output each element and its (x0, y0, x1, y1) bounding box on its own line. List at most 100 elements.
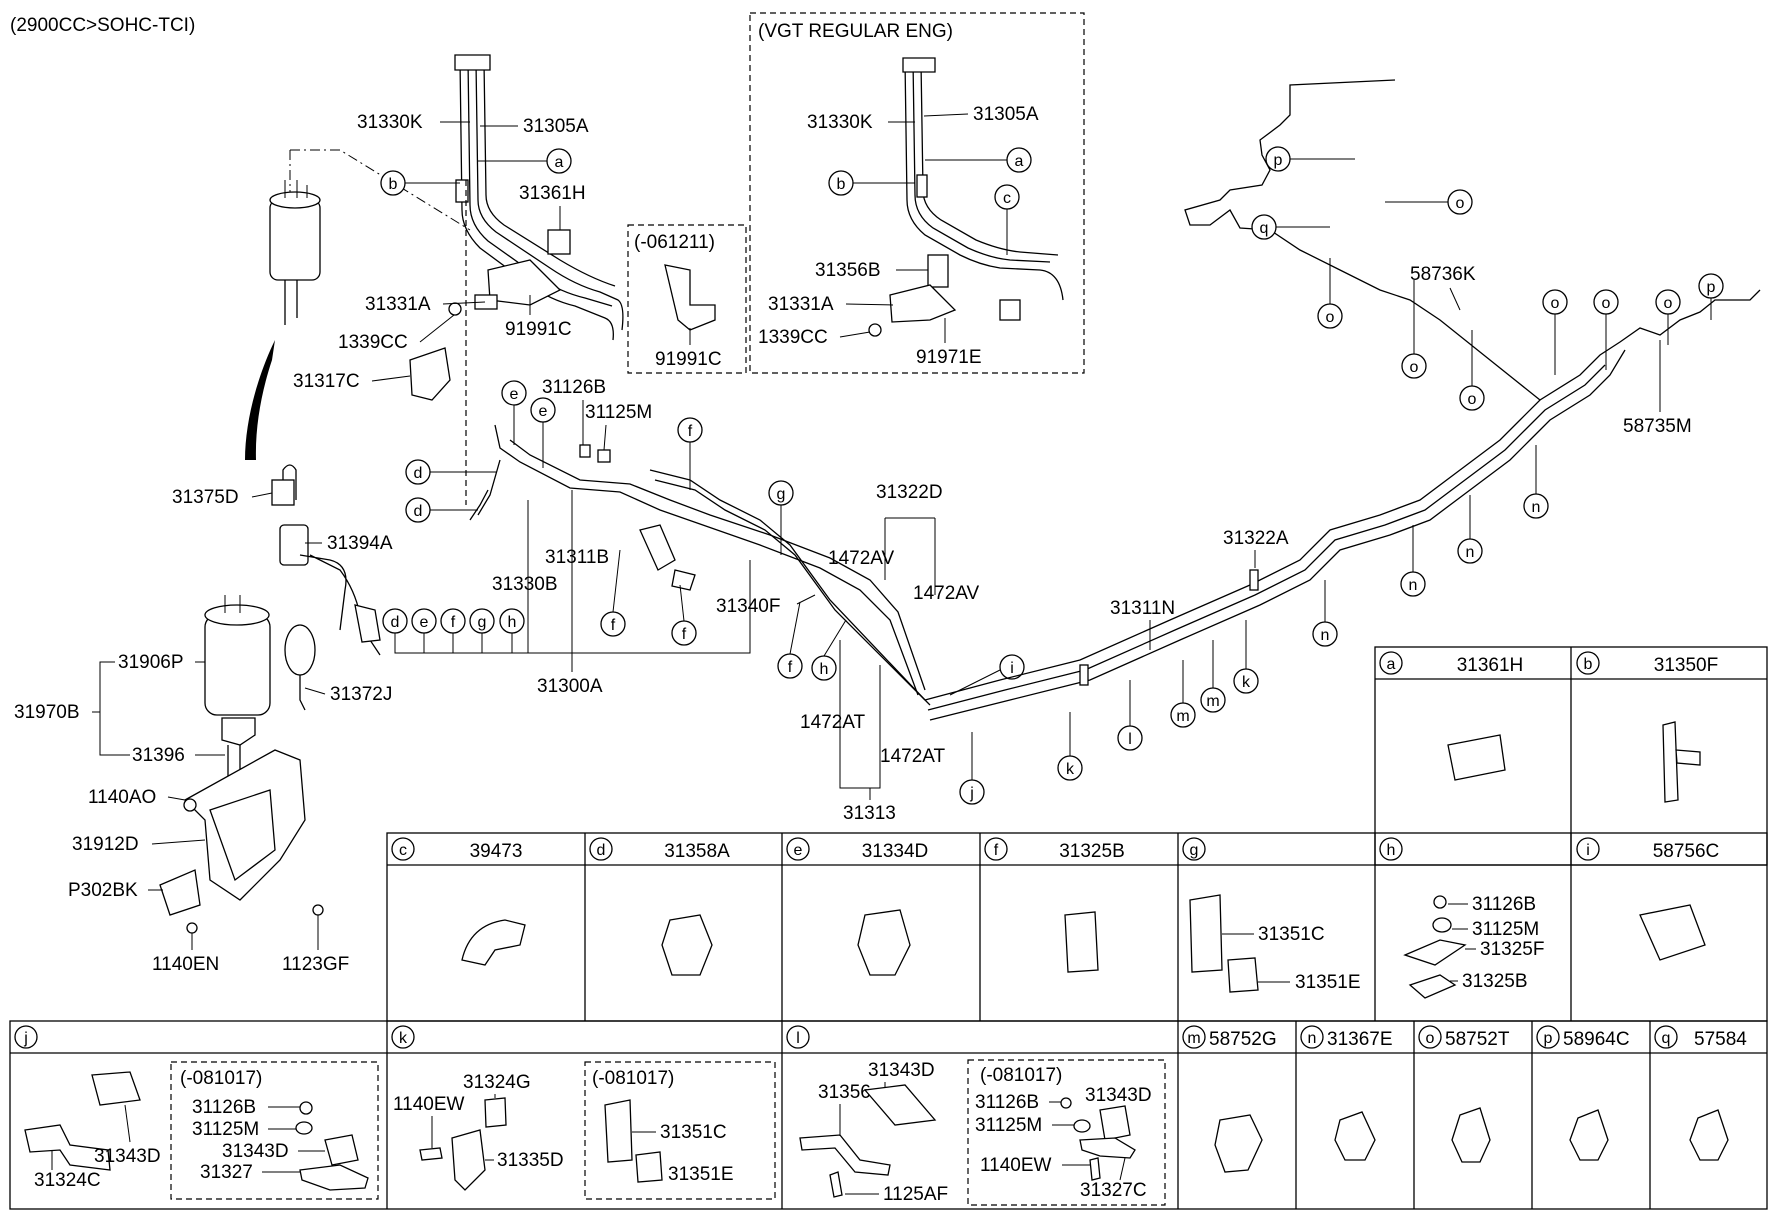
label-1140AO: 1140AO (88, 787, 156, 808)
label-P302BK: P302BK (68, 880, 138, 901)
legend-k-letter: k (399, 1030, 408, 1047)
legend-grid (9, 646, 1768, 1210)
callout-l: l (1128, 731, 1132, 748)
callout-p-2: p (1707, 279, 1716, 296)
legend-l-1125AF: 1125AF (883, 1184, 948, 1205)
label-1472AV-2: 1472AV (913, 583, 980, 604)
legend-l-31126B: 31126B (975, 1092, 1039, 1113)
callout-o-5: o (1551, 295, 1560, 312)
callout-d-3: d (391, 614, 400, 631)
legend-l-31356: 31356 (818, 1082, 871, 1103)
legend-d-letter: d (597, 842, 606, 859)
callout-f-3: f (682, 626, 687, 643)
clip-31361H-icon (1447, 734, 1506, 781)
label-91991C: 91991C (505, 319, 572, 340)
label-1123GF: 1123GF (282, 954, 349, 975)
callout-h-2: h (508, 614, 517, 631)
callout-h-3: h (820, 661, 829, 678)
label-31394A: 31394A (327, 533, 393, 554)
callout-p-1: p (1274, 152, 1283, 169)
clamp-31343D-j-icon (91, 1071, 141, 1106)
label-31906P: 31906P (118, 652, 184, 673)
legend-j-31324C: 31324C (34, 1170, 101, 1191)
vgt-label-91971E: 91971E (916, 347, 982, 368)
legend-k-1140EW: 1140EW (393, 1094, 465, 1115)
legend-i-letter: i (1586, 842, 1590, 859)
vgt-box-title: (VGT REGULAR ENG) (758, 21, 953, 42)
legend-j-variant: (-081017) (180, 1068, 262, 1089)
label-91991C-variant: 91991C (655, 349, 722, 370)
clamp-31351E-icon (1227, 957, 1259, 993)
legend-j-31126B: 31126B (192, 1097, 256, 1118)
callout-e-3: e (420, 614, 429, 631)
label-31126B-main: 31126B (542, 377, 606, 398)
callout-j: j (969, 785, 974, 802)
variant-box-061211 (627, 224, 747, 374)
label-31311B: 31311B (545, 547, 609, 568)
label-31340F: 31340F (716, 596, 780, 617)
legend-k-variant: (-081017) (592, 1068, 674, 1089)
washer-31125M-icon (1432, 917, 1452, 933)
legend-c-part: 39473 (470, 841, 523, 862)
clip-31367E-icon (1334, 1111, 1376, 1161)
legend-h-part3: 31325F (1480, 939, 1544, 960)
callout-e-1: e (510, 386, 519, 403)
label-31313: 31313 (843, 803, 896, 824)
fuel-filter-top (269, 149, 471, 325)
vgt-callout-b: b (837, 176, 846, 193)
legend-h-part4: 31325B (1462, 971, 1528, 992)
clip-58964C-icon (1569, 1109, 1609, 1161)
callout-o-2: o (1326, 309, 1335, 326)
vgt-label-31305A: 31305A (973, 104, 1039, 125)
label-1472AV-1: 1472AV (828, 548, 895, 569)
legend-d-part: 31358A (664, 841, 730, 862)
legend-k-31351C: 31351C (660, 1122, 727, 1143)
callout-q: q (1260, 220, 1269, 237)
label-1140EN: 1140EN (152, 954, 219, 975)
vgt-label-31330K: 31330K (807, 112, 873, 133)
bolt-31126B-icon (1433, 895, 1447, 909)
label-31912D: 31912D (72, 834, 139, 855)
callout-d-1: d (414, 465, 423, 482)
vgt-label-31331A: 31331A (768, 294, 834, 315)
legend-l-1140EW: 1140EW (980, 1155, 1052, 1176)
legend-a-letter: a (1387, 656, 1396, 673)
arrow-shape (245, 340, 275, 460)
legend-j-31343D-variant: 31343D (222, 1141, 289, 1162)
vgt-label-1339CC: 1339CC (758, 327, 828, 348)
vgt-fuel-lines (868, 57, 1064, 337)
label-31305A: 31305A (523, 116, 589, 137)
legend-j-31327: 31327 (200, 1162, 253, 1183)
label-58736K: 58736K (1410, 264, 1476, 285)
clip-31325B-icon (1064, 911, 1099, 973)
callout-o-3: o (1410, 359, 1419, 376)
label-31331A: 31331A (365, 294, 431, 315)
legend-f-part: 31325B (1059, 841, 1125, 862)
vgt-label-31356B: 31356B (815, 260, 881, 281)
label-31330K: 31330K (357, 112, 423, 133)
clip-39473-icon (461, 919, 526, 966)
callout-o-7: o (1664, 295, 1673, 312)
legend-c-letter: c (399, 842, 407, 859)
label-58735M: 58735M (1623, 416, 1692, 437)
legend-n-letter: n (1308, 1030, 1317, 1047)
legend-g-part2: 31351E (1295, 972, 1361, 993)
clip-31358A-icon (661, 914, 713, 976)
vgt-box (749, 12, 1085, 374)
legend-l-31125M: 31125M (975, 1115, 1042, 1136)
vgt-callout-a: a (1015, 153, 1024, 170)
legend-k-variant-box (584, 1061, 776, 1200)
legend-e-letter: e (794, 842, 803, 859)
label-1472AT-1: 1472AT (800, 712, 866, 733)
bracket-31317C (409, 347, 451, 401)
callout-m-2: m (1206, 693, 1219, 710)
vgt-callout-c: c (1003, 190, 1011, 207)
callout-g: g (777, 486, 786, 503)
legend-l-variant: (-081017) (980, 1065, 1062, 1086)
label-31375D: 31375D (172, 487, 239, 508)
callout-g-2: g (478, 614, 487, 631)
bracket-91991C-variant (664, 264, 716, 331)
legend-f-letter: f (994, 842, 999, 859)
legend-j-31125M: 31125M (192, 1119, 259, 1140)
